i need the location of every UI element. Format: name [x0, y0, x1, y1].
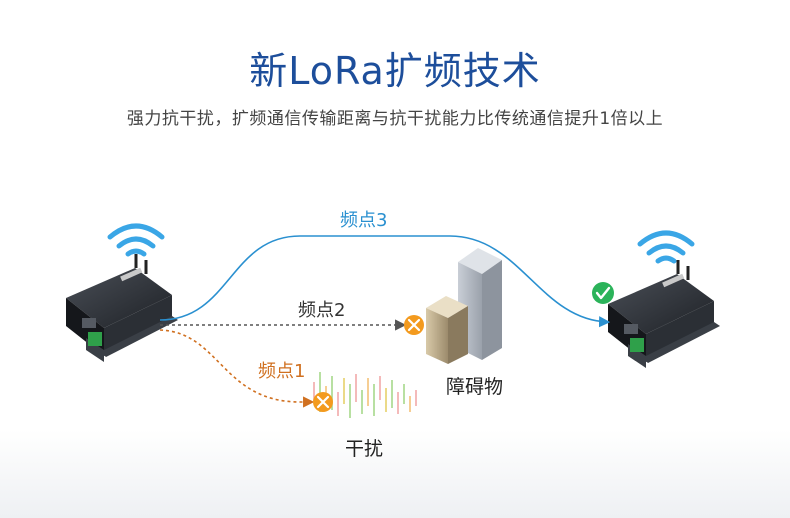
lora-device-left — [66, 254, 178, 362]
check-circle-icon — [592, 282, 614, 304]
obstacle-label: 障碍物 — [446, 376, 504, 398]
lora-device-right — [608, 260, 720, 368]
freq1-path — [159, 329, 315, 408]
terminal-block — [630, 338, 644, 352]
x-circle-icon — [313, 392, 333, 412]
freq1-label: 频点1 — [258, 361, 306, 382]
freq3-label: 频点3 — [340, 210, 388, 231]
interference-signal — [313, 372, 417, 418]
freq3-path — [159, 235, 611, 328]
obstacle-buildings — [426, 248, 502, 364]
interference-label: 干扰 — [345, 438, 384, 460]
terminal-block — [88, 332, 102, 346]
floor-gradient — [0, 430, 790, 518]
page-title: 新LoRa扩频技术 — [249, 49, 541, 93]
freq2-label: 频点2 — [298, 300, 346, 321]
page-subtitle: 强力抗干扰，扩频通信传输距离与抗干扰能力比传统通信提升1倍以上 — [126, 109, 664, 129]
wifi-icon-left — [107, 223, 165, 257]
wifi-icon-right — [637, 230, 695, 264]
x-circle-icon — [404, 315, 424, 335]
